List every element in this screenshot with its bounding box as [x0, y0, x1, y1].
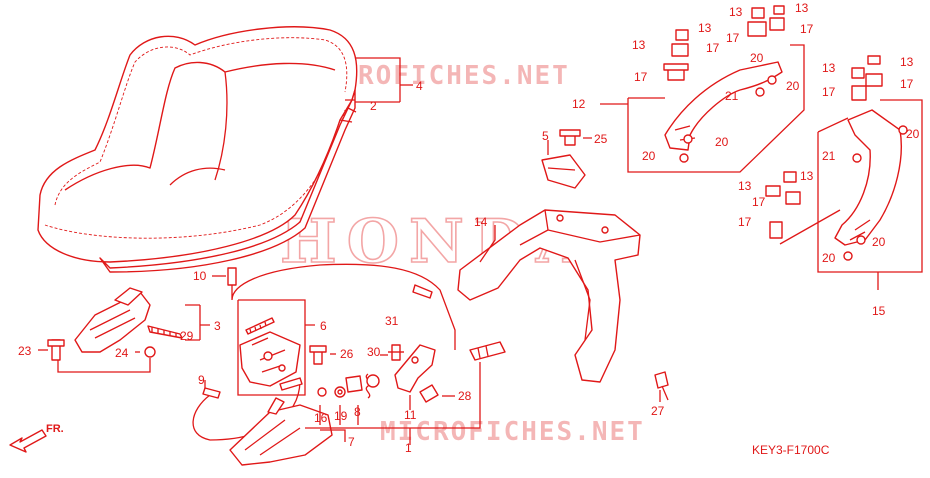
callout-11: 11	[404, 408, 417, 422]
grab-rail-right-drawing	[765, 55, 908, 261]
callout-30: 30	[367, 345, 381, 359]
callout-17-g: 17	[752, 195, 766, 209]
callout-17-a: 17	[706, 41, 720, 55]
callout-17-d: 17	[800, 22, 814, 36]
seat-cable-drawing	[227, 263, 456, 350]
seat-latch-drawing	[239, 317, 327, 387]
callout-13-a: 13	[698, 21, 712, 35]
callout-21-b: 21	[822, 149, 836, 163]
direction-label: FR.	[46, 423, 64, 435]
lever-cable-drawing	[192, 377, 333, 466]
callout-23: 23	[18, 344, 32, 358]
seat-hinge-drawing	[47, 287, 183, 361]
watermark-bottom: MICROFICHES.NET	[380, 417, 645, 447]
callout-21-a: 21	[725, 89, 739, 103]
callout-17-f: 17	[900, 77, 914, 91]
leader-15	[779, 99, 923, 290]
callout-17-c: 17	[726, 31, 740, 45]
callout-13-h: 13	[800, 169, 814, 183]
leader-3	[185, 304, 210, 341]
callout-2: 2	[370, 99, 377, 113]
lock-assembly-drawing	[317, 341, 506, 403]
leader-6	[237, 299, 315, 396]
leader-12	[600, 44, 805, 173]
seat-drawing	[37, 26, 358, 273]
callout-15: 15	[872, 304, 886, 318]
grab-rail-left-drawing	[663, 5, 785, 163]
callout-20-f: 20	[872, 235, 886, 249]
callout-8: 8	[354, 405, 361, 419]
callout-17-b: 17	[634, 70, 648, 84]
callout-20-g: 20	[822, 251, 836, 265]
callout-13-e: 13	[822, 61, 836, 75]
callout-28: 28	[458, 389, 472, 403]
callout-13-c: 13	[729, 5, 743, 19]
callout-10: 10	[193, 269, 207, 283]
front-direction-arrow: FR.	[9, 423, 64, 453]
callout-7: 7	[348, 435, 355, 449]
callout-20-e: 20	[906, 127, 920, 141]
callout-13-g: 13	[738, 179, 752, 193]
callout-24: 24	[115, 346, 129, 360]
callout-19: 19	[334, 409, 348, 423]
callout-20-d: 20	[642, 149, 656, 163]
callout-17-e: 17	[822, 85, 836, 99]
callout-4: 4	[416, 79, 423, 93]
callout-17-h: 17	[738, 215, 752, 229]
callout-27: 27	[651, 404, 665, 418]
callout-25: 25	[594, 132, 608, 146]
callout-9: 9	[198, 373, 205, 387]
callout-13-f: 13	[900, 55, 914, 69]
callout-6: 6	[320, 319, 327, 333]
callout-13-b: 13	[632, 38, 646, 52]
callout-31: 31	[385, 314, 399, 328]
callout-12: 12	[572, 97, 586, 111]
callout-29: 29	[180, 329, 194, 343]
callout-14: 14	[474, 215, 488, 229]
callout-20-b: 20	[786, 79, 800, 93]
leader-2-4	[355, 57, 401, 103]
callout-3: 3	[214, 319, 221, 333]
callout-26: 26	[340, 347, 354, 361]
callout-20-a: 20	[750, 51, 764, 65]
callout-1: 1	[405, 441, 412, 455]
diagram-code: KEY3-F1700C	[752, 443, 830, 457]
callout-20-c: 20	[715, 135, 729, 149]
callout-16: 16	[314, 411, 328, 425]
callout-13-d: 13	[795, 1, 809, 15]
callout-5: 5	[542, 129, 549, 143]
rear-bracket-drawing	[457, 129, 669, 401]
